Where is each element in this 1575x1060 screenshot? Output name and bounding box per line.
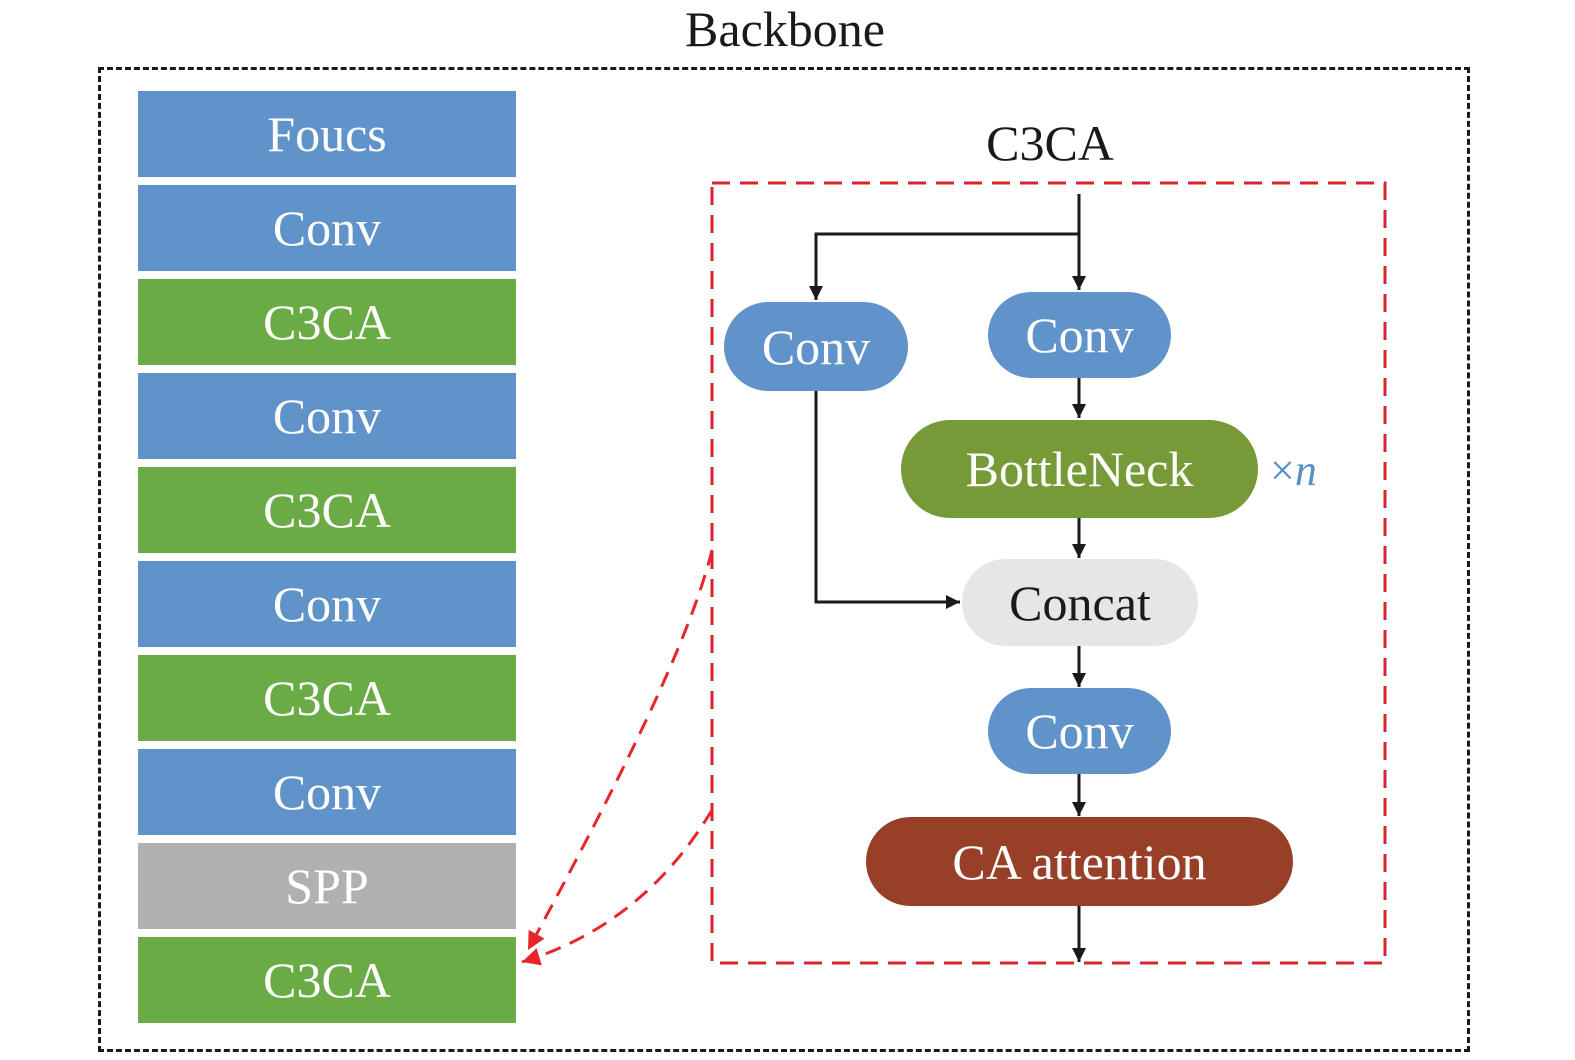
repeat-var: n bbox=[1294, 446, 1317, 495]
backbone-layer-c3ca[interactable]: C3CA bbox=[138, 937, 516, 1023]
c3ca-module-outline bbox=[710, 181, 1387, 965]
backbone-layer-c3ca[interactable]: C3CA bbox=[138, 279, 516, 365]
backbone-layer-conv[interactable]: Conv bbox=[138, 749, 516, 835]
c3ca-conv-right-node[interactable]: Conv bbox=[988, 292, 1171, 378]
repeat-symbol: × bbox=[1270, 446, 1295, 495]
backbone-layer-conv[interactable]: Conv bbox=[138, 561, 516, 647]
left-conv-to-concat-arrow bbox=[814, 390, 960, 609]
c3ca-title: C3CA bbox=[986, 115, 1114, 171]
ca-attention-node[interactable]: CA attention bbox=[866, 817, 1293, 906]
repeat-label: ×n bbox=[1270, 445, 1317, 496]
backbone-layer-c3ca[interactable]: C3CA bbox=[138, 467, 516, 553]
branch-to-left-conv-arrow bbox=[809, 232, 1079, 300]
backbone-layer-conv[interactable]: Conv bbox=[138, 185, 516, 271]
callout-arrow-lower bbox=[521, 809, 714, 966]
backbone-layer-c3ca[interactable]: C3CA bbox=[138, 655, 516, 741]
backbone-layer-spp[interactable]: SPP bbox=[138, 843, 516, 929]
c3ca-conv-out-node[interactable]: Conv bbox=[988, 688, 1171, 774]
c3ca-conv-left-node[interactable]: Conv bbox=[724, 302, 908, 391]
backbone-title: Backbone bbox=[685, 1, 885, 57]
bottleneck-node[interactable]: BottleNeck bbox=[901, 420, 1258, 518]
backbone-container bbox=[98, 67, 1470, 1052]
backbone-layer-conv[interactable]: Conv bbox=[138, 373, 516, 459]
callout-arrow-upper bbox=[526, 549, 714, 951]
backbone-layer-focus[interactable]: Foucs bbox=[138, 91, 516, 177]
concat-node[interactable]: Concat bbox=[962, 559, 1198, 646]
